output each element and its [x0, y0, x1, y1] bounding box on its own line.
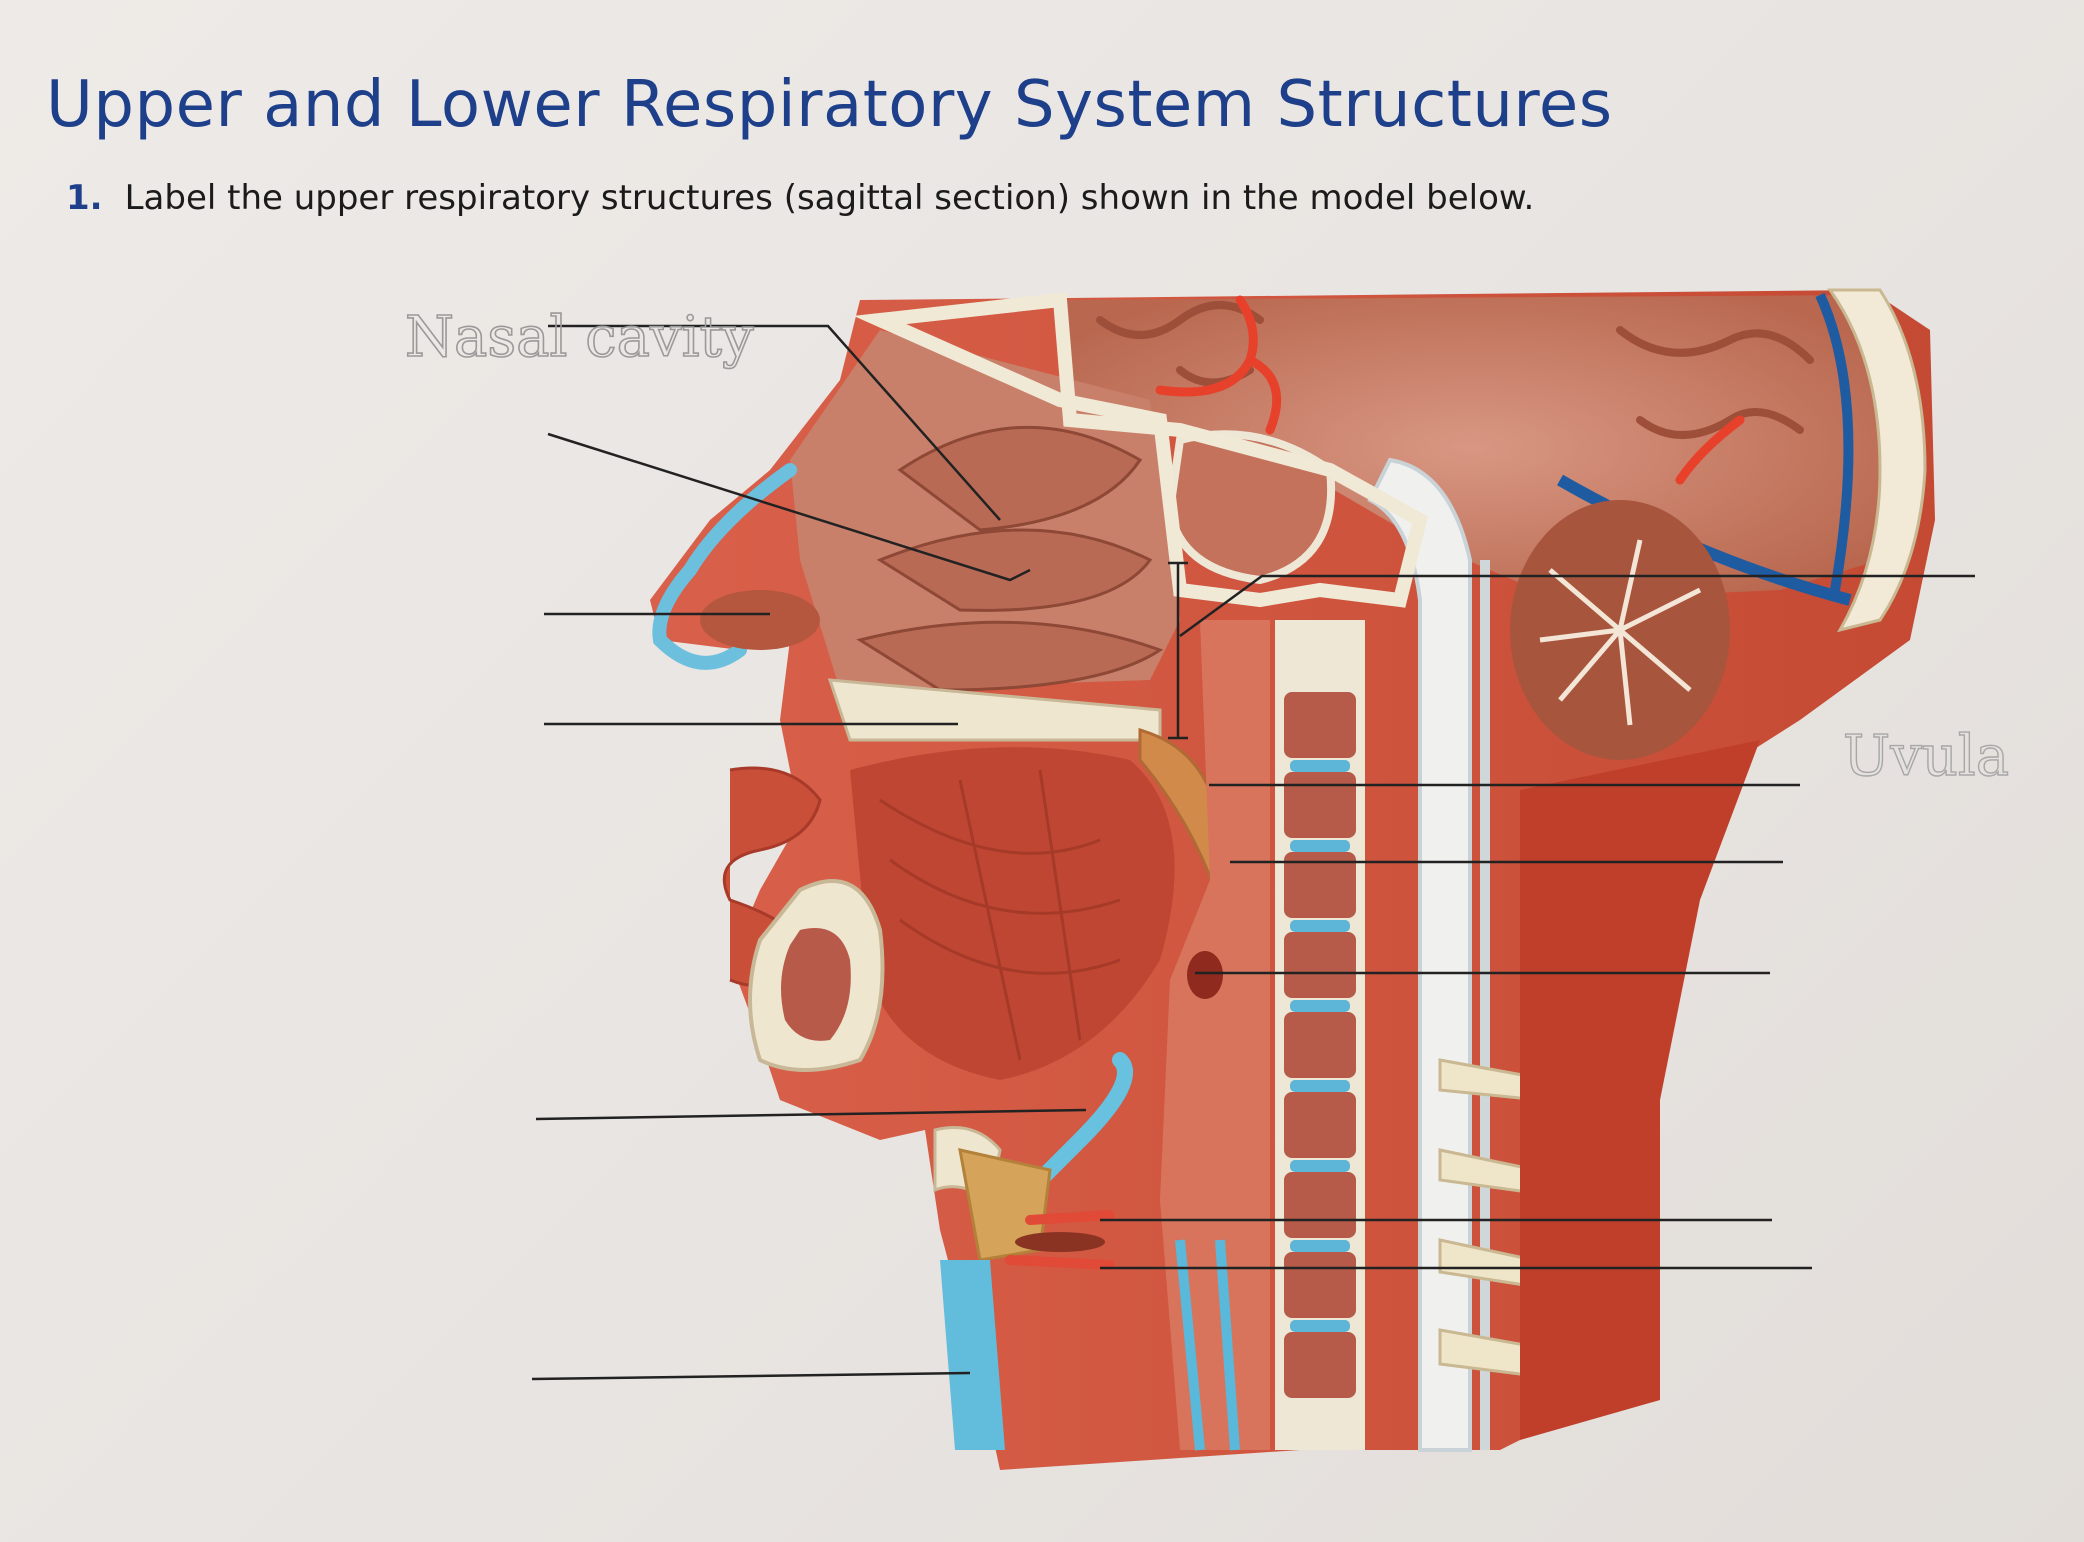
brainstem-spinal-cord [1367, 457, 1472, 1452]
label-lines [531, 324, 1975, 1381]
question-1: 1. Label the upper respiratory structures… [66, 178, 1534, 218]
question-text: Label the upper respiratory structures (… [124, 178, 1535, 218]
label-line-1 [548, 324, 1001, 521]
label-line-9 [535, 1108, 1087, 1121]
label-line-2 [547, 432, 1031, 582]
label-line-5 [1168, 561, 1975, 740]
intervertebral-discs [1290, 760, 1350, 1332]
handwritten-nasal-cavity: Nasal cavity [405, 305, 754, 370]
brain-folds [1096, 301, 1814, 439]
mandible-marrow [781, 928, 851, 1041]
nasal-conchae [856, 425, 1164, 692]
sphenoid-sinus [1165, 430, 1336, 585]
label-line-12 [531, 1371, 971, 1381]
trachea [940, 1260, 1005, 1450]
page-title: Upper and Lower Respiratory System Struc… [46, 68, 1613, 142]
nostril [700, 590, 820, 650]
handwritten-uvula: Uvula [1843, 724, 2009, 789]
artery-branches [1155, 295, 1745, 485]
esophagus [1175, 1239, 1240, 1451]
posterior-neck-muscle [1520, 740, 1760, 1440]
skull-bone [1827, 288, 1927, 633]
vertebrae [1280, 688, 1360, 1402]
cranial-base-bone [853, 292, 1429, 608]
pharynx-airway [1160, 620, 1270, 1450]
dural-sinus [1815, 292, 1854, 591]
question-number: 1. [66, 178, 103, 218]
tongue-fibers [879, 769, 1121, 1061]
laryngeal-ventricle [1015, 1232, 1105, 1252]
palatine-tonsil [1187, 951, 1223, 999]
arbor-vitae [1539, 539, 1702, 726]
handwritten-answers: Nasal cavity Uvula [404, 304, 2010, 790]
nasal-cartilage [652, 463, 797, 670]
vocal-folds [1005, 1210, 1115, 1270]
